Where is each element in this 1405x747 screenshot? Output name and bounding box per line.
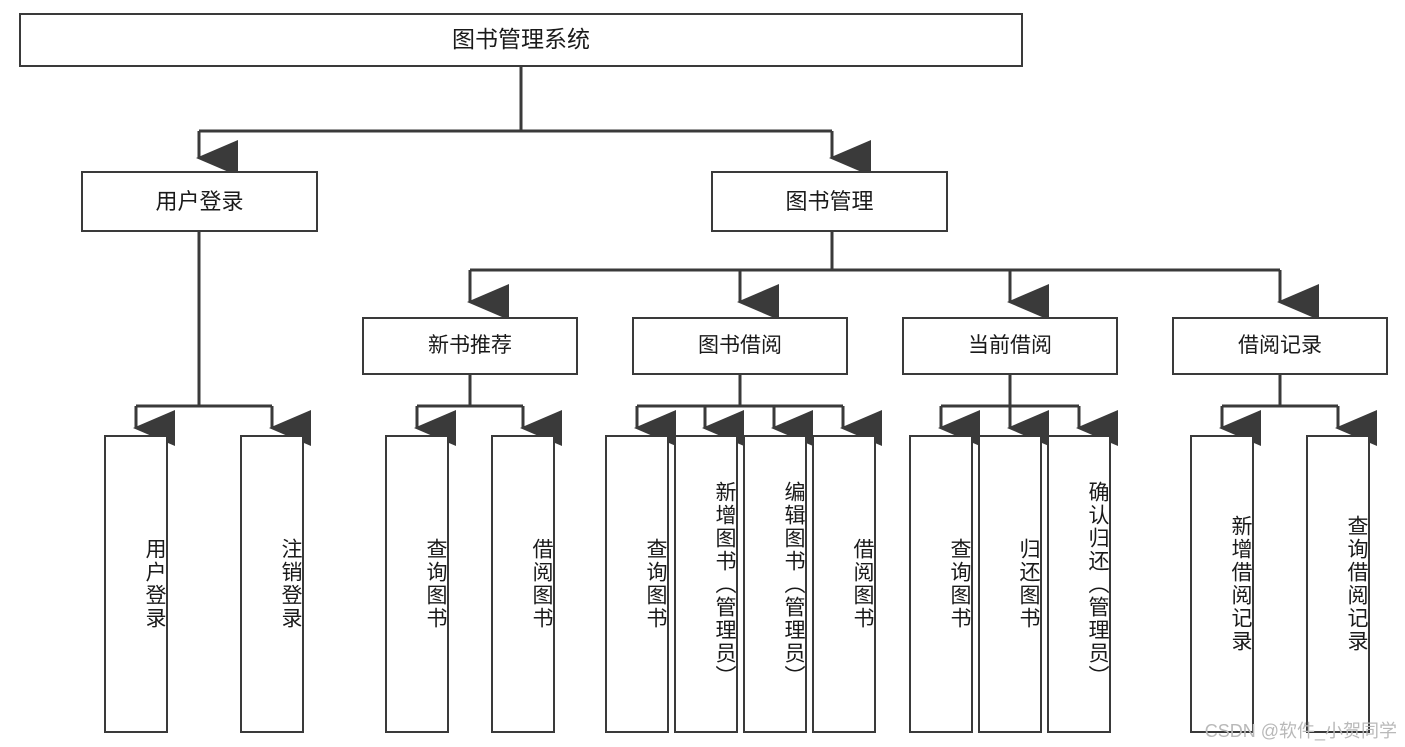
node-label: 归还图书: [1017, 538, 1040, 630]
node-label: 图书借阅: [698, 333, 782, 357]
node-label: 图书管理: [785, 188, 874, 214]
leaf-record-add-record[interactable]: 新增借阅记录: [1190, 435, 1254, 733]
node-label: 查询图书: [948, 538, 971, 630]
leaf-recommend-query-book[interactable]: 查询图书: [385, 435, 449, 733]
leaf-record-query-record[interactable]: 查询借阅记录: [1306, 435, 1370, 733]
leaf-borrow-edit-book[interactable]: 编辑图书（管理员）: [743, 435, 807, 733]
csdn-watermark: CSDN @软件_小贺同学: [1204, 721, 1397, 741]
node-label: 确认归还（管理员）: [1086, 480, 1109, 688]
node-label: 新增借阅记录: [1229, 515, 1252, 653]
node-label: 借阅记录: [1238, 333, 1322, 357]
node-label: 图书管理系统: [452, 26, 590, 53]
node-label: 用户登录: [143, 538, 166, 630]
node-label: 借阅图书: [851, 538, 874, 630]
node-label: 新增图书（管理员）: [713, 480, 736, 688]
leaf-current-query-book[interactable]: 查询图书: [909, 435, 973, 733]
node-book-borrow[interactable]: 图书借阅: [632, 317, 848, 375]
node-new-book-recommend[interactable]: 新书推荐: [362, 317, 578, 375]
node-label: 注销登录: [279, 538, 302, 630]
node-borrow-record[interactable]: 借阅记录: [1172, 317, 1388, 375]
node-current-borrow[interactable]: 当前借阅: [902, 317, 1118, 375]
node-root-system[interactable]: 图书管理系统: [19, 13, 1023, 67]
node-label: 借阅图书: [530, 538, 553, 630]
leaf-borrow-query-book[interactable]: 查询图书: [605, 435, 669, 733]
node-label: 查询图书: [424, 538, 447, 630]
leaf-recommend-borrow-book[interactable]: 借阅图书: [491, 435, 555, 733]
node-user-login[interactable]: 用户登录: [81, 171, 318, 232]
leaf-current-return-book[interactable]: 归还图书: [978, 435, 1042, 733]
leaf-borrow-add-book[interactable]: 新增图书（管理员）: [674, 435, 738, 733]
node-label: 新书推荐: [428, 333, 512, 357]
node-label: 用户登录: [155, 188, 244, 214]
leaf-borrow-borrow-book[interactable]: 借阅图书: [812, 435, 876, 733]
leaf-user-login[interactable]: 用户登录: [104, 435, 168, 733]
leaf-current-confirm-return[interactable]: 确认归还（管理员）: [1047, 435, 1111, 733]
node-label: 编辑图书（管理员）: [782, 480, 805, 688]
leaf-user-logout[interactable]: 注销登录: [240, 435, 304, 733]
node-book-management[interactable]: 图书管理: [711, 171, 948, 232]
node-label: 查询借阅记录: [1345, 515, 1368, 653]
node-label: 查询图书: [644, 538, 667, 630]
node-label: 当前借阅: [968, 333, 1052, 357]
